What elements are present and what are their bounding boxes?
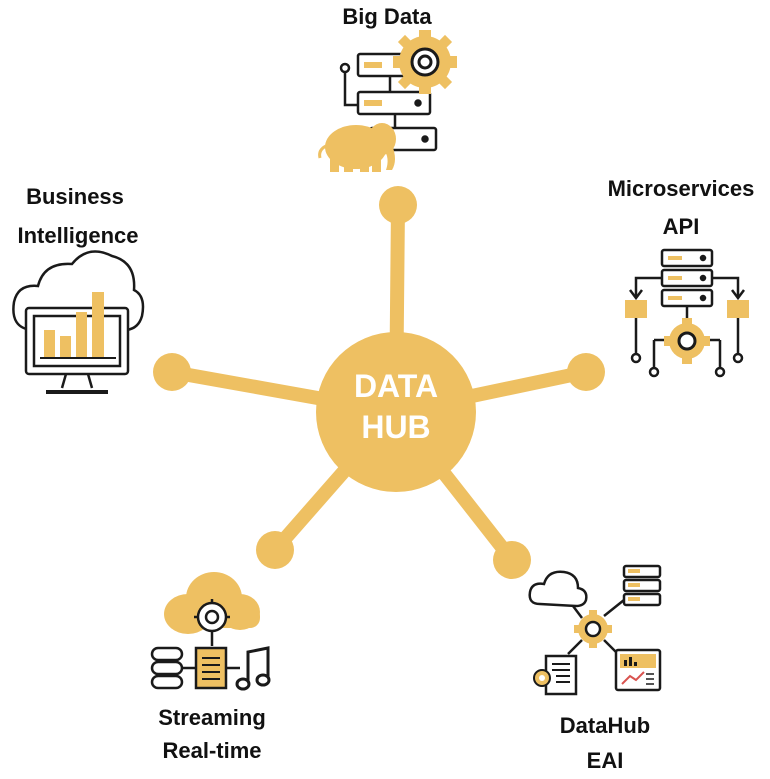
music-note-icon: [235, 646, 271, 691]
datahub-eai-label-line2: EAI: [587, 748, 624, 773]
dot-streaming: [256, 531, 294, 569]
dot-microservices-api: [567, 353, 605, 391]
streaming-label-line1: Streaming: [158, 705, 266, 730]
dot-big-data: [379, 186, 417, 224]
gear-icon: [664, 318, 710, 364]
gear-icon: [393, 30, 457, 94]
hub-title-line1: DATA: [354, 368, 438, 404]
report-dashboard-icon: [614, 648, 662, 692]
microservices-api-label-line1: Microservices: [608, 176, 755, 201]
hub-title-line2: HUB: [361, 409, 430, 445]
document-gear-icon: [533, 654, 578, 696]
microservices-blocks: [625, 256, 749, 318]
cloud-outline-icon: [528, 570, 588, 608]
elephant-icon: [318, 123, 396, 172]
datahub-eai-label-line1: DataHub: [560, 713, 650, 738]
microservices-icon: [629, 248, 745, 378]
spoke-end-dots: [153, 186, 605, 579]
business-intelligence-label-line2: Intelligence: [17, 223, 138, 248]
business-intelligence-label-line1: Business: [26, 184, 124, 209]
streaming-label-line2: Real-time: [162, 738, 261, 763]
database-icon: [150, 646, 196, 690]
microservices-api-label-line2: API: [663, 214, 700, 239]
big-data-label: Big Data: [342, 4, 432, 29]
dot-datahub-eai: [493, 541, 531, 579]
hub-circle: [316, 332, 476, 492]
document-icon: [194, 646, 240, 690]
dot-business-intelligence: [153, 353, 191, 391]
gear-icon: [574, 610, 612, 648]
bar-chart-icon: [44, 292, 104, 357]
server-icon: [622, 564, 662, 607]
gear-icon: [194, 599, 230, 646]
